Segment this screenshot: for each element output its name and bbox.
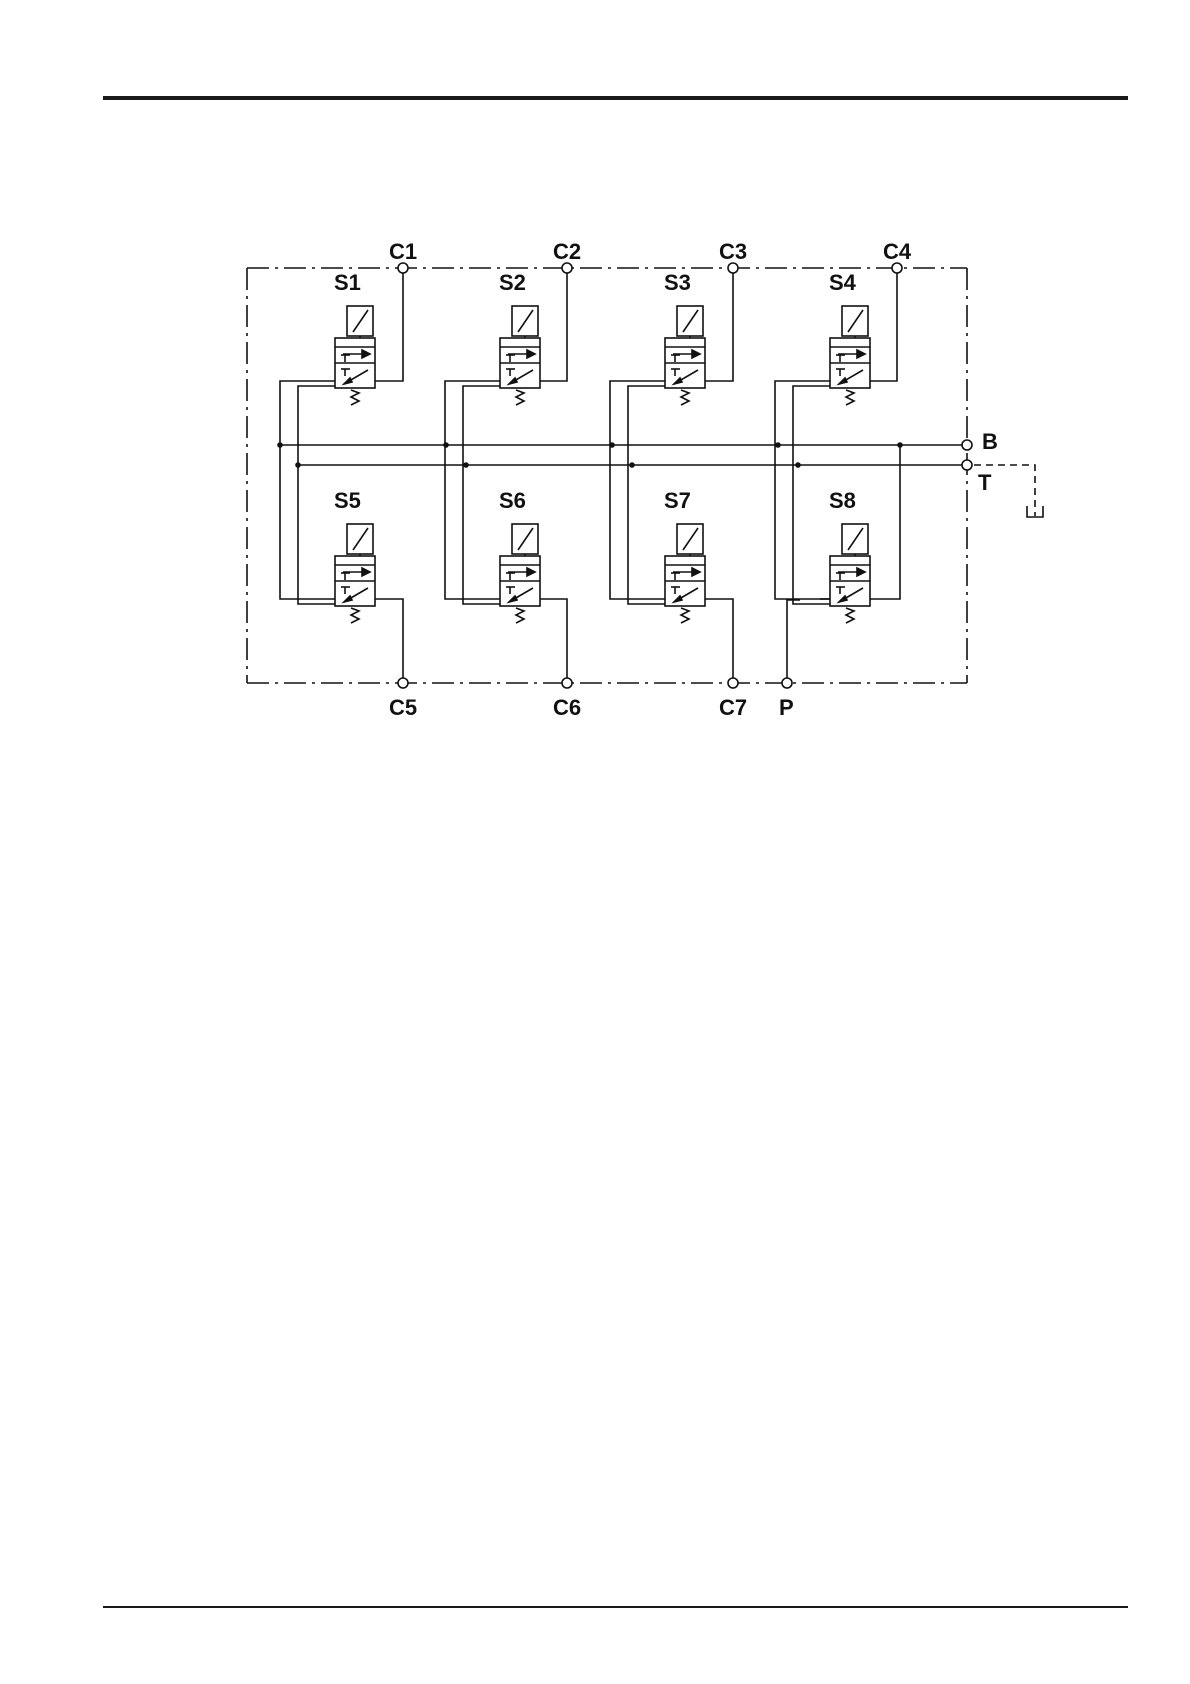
port-circle xyxy=(728,263,738,273)
flow-arrow-icon xyxy=(509,596,517,602)
return-line xyxy=(793,386,830,604)
valve-label-s2: S2 xyxy=(499,270,526,295)
port-label-b: B xyxy=(982,429,998,454)
flow-arrow-icon xyxy=(857,350,865,358)
pressure-line xyxy=(445,381,500,599)
spring-icon xyxy=(351,390,359,405)
flow-arrow-icon xyxy=(692,350,700,358)
spring-icon xyxy=(351,608,359,623)
port-label-p: P xyxy=(779,695,794,720)
junction-dot xyxy=(295,462,301,468)
c-port-line xyxy=(540,599,567,683)
port-label-c2: C2 xyxy=(553,239,581,264)
spring-icon xyxy=(681,390,689,405)
spring-icon xyxy=(516,608,524,623)
junction-dot xyxy=(609,442,615,448)
port-label-c5: C5 xyxy=(389,695,417,720)
pressure-line xyxy=(775,381,830,599)
return-line xyxy=(463,386,500,604)
pressure-line xyxy=(610,381,665,599)
port-circle xyxy=(892,263,902,273)
flow-arrow-icon xyxy=(527,568,535,576)
port-circle xyxy=(562,678,572,688)
solenoid-valve-top xyxy=(665,306,705,405)
junction-dot xyxy=(277,442,283,448)
valve-label-s4: S4 xyxy=(829,270,857,295)
solenoid-valve-top xyxy=(500,306,540,405)
spring-icon xyxy=(846,390,854,405)
pressure-line xyxy=(280,381,335,599)
junction-dot xyxy=(443,442,449,448)
c-port-line xyxy=(375,599,403,683)
flow-arrow-icon xyxy=(839,378,847,384)
solenoid-valve-top xyxy=(335,306,375,405)
port-label-c7: C7 xyxy=(719,695,747,720)
port-circle xyxy=(398,678,408,688)
port-label-c6: C6 xyxy=(553,695,581,720)
flow-arrow-icon xyxy=(692,568,700,576)
flow-arrow-icon xyxy=(527,350,535,358)
solenoid-valve-bottom xyxy=(665,524,705,623)
junction-dot xyxy=(897,442,903,448)
port-label-t: T xyxy=(978,470,992,495)
flow-arrow-icon xyxy=(362,568,370,576)
return-line xyxy=(298,386,335,604)
flow-arrow-icon xyxy=(362,350,370,358)
spring-icon xyxy=(516,390,524,405)
port-circle xyxy=(962,440,972,450)
valve-label-s6: S6 xyxy=(499,488,526,513)
port-label-c1: C1 xyxy=(389,239,417,264)
port-circle xyxy=(398,263,408,273)
flow-arrow-icon xyxy=(674,378,682,384)
valve-label-s8: S8 xyxy=(829,488,856,513)
valve-label-s3: S3 xyxy=(664,270,691,295)
c-port-line xyxy=(870,445,900,599)
c-port-line xyxy=(375,268,403,381)
junction-dot xyxy=(775,442,781,448)
junction-dot xyxy=(795,462,801,468)
flow-arrow-icon xyxy=(839,596,847,602)
return-line xyxy=(628,386,665,604)
c-port-line xyxy=(870,268,897,381)
c-port-line xyxy=(540,268,567,381)
valve-label-s7: S7 xyxy=(664,488,691,513)
port-circle xyxy=(562,263,572,273)
flow-arrow-icon xyxy=(857,568,865,576)
flow-arrow-icon xyxy=(674,596,682,602)
solenoid-valve-top xyxy=(830,306,870,405)
footer-rule xyxy=(103,1606,1128,1608)
p-line xyxy=(787,600,800,683)
junction-dot xyxy=(463,462,469,468)
valve-label-s5: S5 xyxy=(334,488,361,513)
c-port-line xyxy=(705,599,733,683)
solenoid-valve-bottom xyxy=(335,524,375,623)
solenoid-valve-bottom xyxy=(830,524,870,623)
port-label-c3: C3 xyxy=(719,239,747,264)
port-circle xyxy=(728,678,738,688)
c-port-line xyxy=(705,268,733,381)
port-circle xyxy=(962,460,972,470)
flow-arrow-icon xyxy=(344,378,352,384)
junction-dot xyxy=(629,462,635,468)
flow-arrow-icon xyxy=(509,378,517,384)
spring-icon xyxy=(846,608,854,623)
valve-label-s1: S1 xyxy=(334,270,361,295)
solenoid-valve-bottom xyxy=(500,524,540,623)
flow-arrow-icon xyxy=(344,596,352,602)
port-label-c4: C4 xyxy=(883,239,912,264)
port-circle xyxy=(782,678,792,688)
spring-icon xyxy=(681,608,689,623)
